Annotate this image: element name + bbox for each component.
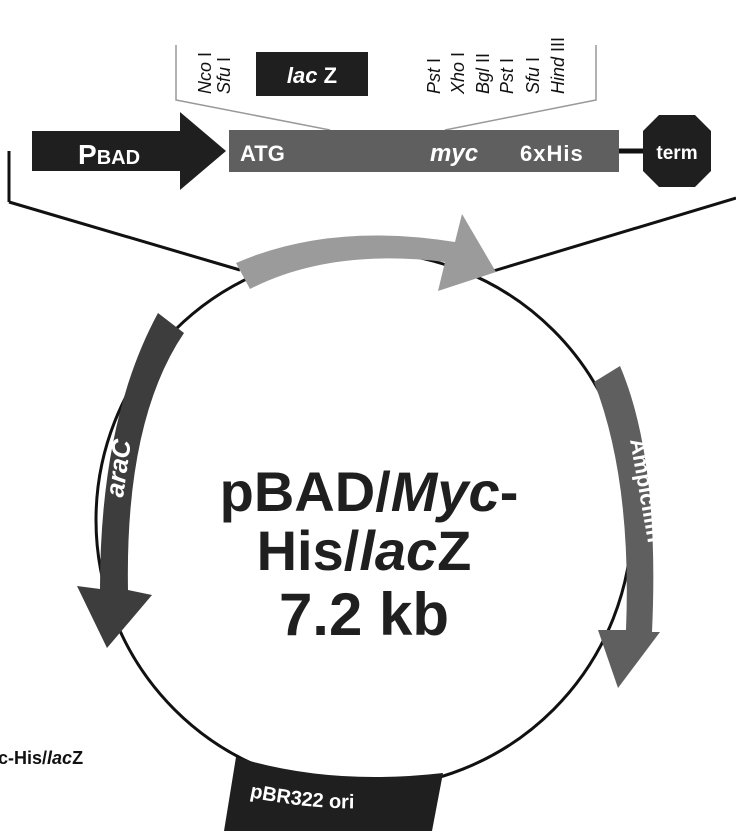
his-tag-label: 6xHis [520,141,584,166]
lacz-insert-label: lac Z [287,63,337,88]
cassette-arc-arrow [236,214,496,291]
terminator-octagon [643,115,711,187]
myc-tag-label: myc [430,140,478,167]
expression-region-bar [229,130,619,172]
connector-right-diagonal [489,196,736,274]
site-hind3: Hind III [548,37,568,94]
promoter-arrow [32,112,226,190]
site-nco1: Nco I [195,52,215,94]
side-plasmid-label: c-His/lacZ [0,748,83,768]
start-codon-label: ATG [240,141,285,166]
site-sfu1-right: Sfu I [523,57,543,94]
arac-arc-arrow [77,313,184,648]
site-xho1: Xho I [448,52,468,95]
plasmid-size: 7.2 kb [279,581,449,648]
site-pst1-a: Pst I [424,58,444,94]
ori-box [224,757,443,831]
sites-bracket-left [175,45,331,131]
sites-bracket-right [444,45,597,131]
plasmid-title-line1: pBAD/Myc- [220,460,519,523]
site-sfu1-left: Sfu I [214,57,234,94]
promoter-label: PBAD [78,139,140,170]
lacz-insert-box [256,52,368,96]
ampicillin-arc-arrow [594,366,660,688]
terminator-label: term [656,143,697,164]
plasmid-title-line2: His/lacZ [257,519,472,582]
connector-left-diagonal [8,200,241,272]
site-bgl2: Bgl II [473,53,493,94]
site-pst1-b: Pst I [497,58,517,94]
